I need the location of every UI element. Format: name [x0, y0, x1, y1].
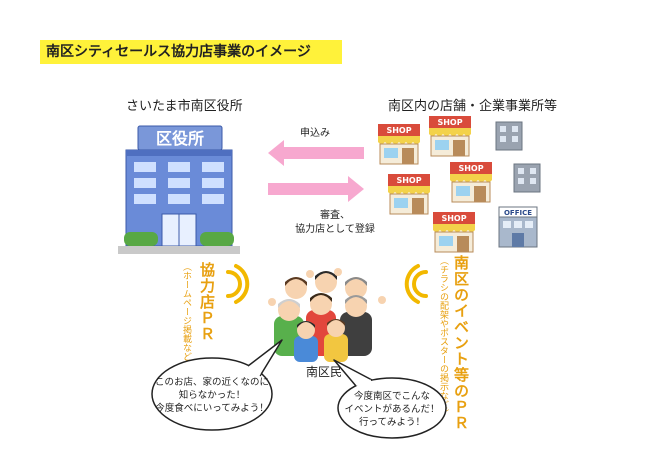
shop-icon: SHOP [378, 124, 420, 165]
apply-label: 申込み [300, 128, 330, 139]
bubble-left-line3: 今度食べにいってみよう！ [155, 403, 269, 414]
bubble-right-line3: 行ってみよう！ [358, 417, 426, 428]
svg-text:SHOP: SHOP [396, 176, 421, 185]
shop-icon: SHOP [450, 162, 492, 203]
arrow-apply [268, 140, 364, 166]
register-label-line2: 協力店として登録 [295, 224, 375, 235]
bubble-left-line2: 知らなかった！ [178, 390, 246, 401]
shop-icon: SHOP [429, 116, 471, 157]
svg-text:SHOP: SHOP [441, 214, 466, 223]
left-pr-sub: （ホームページ掲載など） [181, 262, 191, 370]
speech-bubble-right-text: 今度南区でこんな イベントがあるんだ！ 行ってみよう！ [340, 390, 444, 429]
right-pr-sub: （チラシの配架やポスターの掲示など） [438, 256, 448, 418]
speech-bubble-left-text: このお店、家の近くなのに 知らなかった！ 今度食べにいってみよう！ [154, 376, 270, 415]
ward-office-sign: 区役所 [156, 129, 204, 148]
right-pr-sub-wrap: （チラシの配架やポスターの掲示など） [437, 256, 450, 418]
shops-label: 南区内の店舗・企業事業所等 [388, 99, 558, 114]
arrow-register [268, 176, 364, 202]
svg-text:SHOP: SHOP [458, 164, 483, 173]
building-icon [513, 163, 541, 193]
broadcast-waves-icon [226, 264, 250, 304]
right-pr-main: 南区のイベント等のＰＲ [452, 255, 470, 431]
bubble-right-line1: 今度南区でこんな [353, 391, 430, 402]
ward-office-label: さいたま市南区役所 [126, 99, 243, 114]
shop-icon: SHOP [433, 212, 475, 253]
page-title: 南区シティセールス協力店事業のイメージ [40, 40, 342, 64]
register-label-line1: 審査、 [320, 210, 350, 221]
svg-text:SHOP: SHOP [386, 126, 411, 135]
svg-text:OFFICE: OFFICE [504, 209, 532, 217]
ward-office-building: 区役所 [118, 125, 240, 254]
left-pr-sub-wrap: （ホームページ掲載など） [180, 262, 193, 370]
right-pr-text: 南区のイベント等のＰＲ [451, 255, 472, 431]
bubble-left-line1: このお店、家の近くなのに [154, 377, 269, 388]
svg-text:SHOP: SHOP [437, 118, 462, 127]
left-pr-main: 協力店ＰＲ [198, 262, 216, 342]
building-icon [495, 121, 523, 151]
left-pr-text: 協力店ＰＲ [197, 262, 218, 362]
office-icon: OFFICE [498, 206, 538, 248]
register-label: 審査、 協力店として登録 [280, 209, 390, 237]
speech-bubble-left [151, 339, 283, 431]
shop-icon: SHOP [388, 174, 430, 215]
broadcast-waves-icon [404, 264, 428, 304]
bubble-right-line2: イベントがあるんだ！ [344, 404, 440, 415]
speech-bubble-right [333, 359, 447, 439]
residents-crowd-illustration [268, 268, 386, 362]
residents-label: 南区民 [306, 365, 343, 379]
